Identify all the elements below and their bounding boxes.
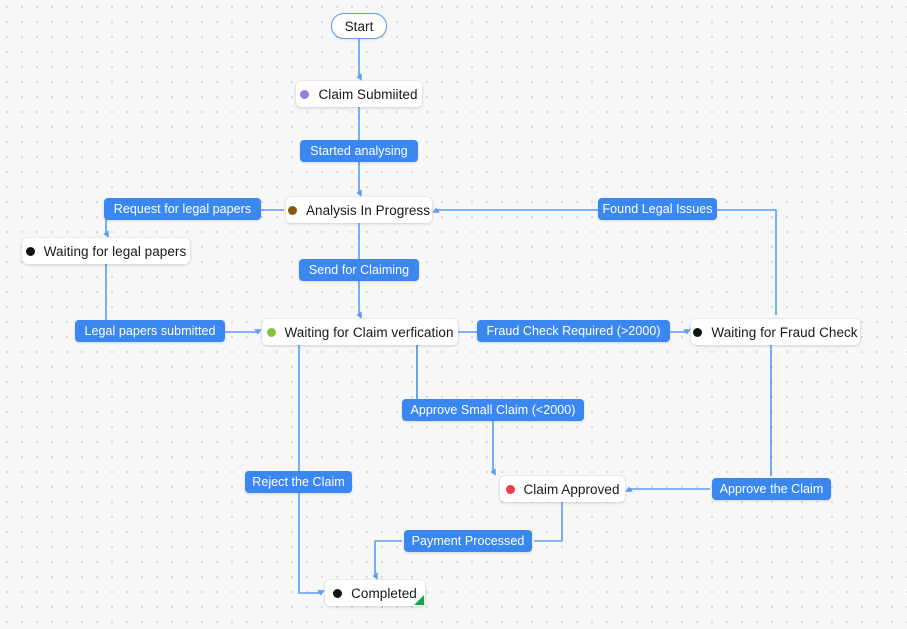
node-start-label: Start xyxy=(344,18,374,34)
node-completed-label: Completed xyxy=(351,585,417,601)
edge-label-text: Request for legal papers xyxy=(113,202,252,216)
node-waiting-legal-papers-label: Waiting for legal papers xyxy=(43,243,187,259)
edge-label-text: Approve the Claim xyxy=(719,482,824,496)
status-dot xyxy=(266,327,276,337)
edge-label-started-analysing[interactable]: Started analysing xyxy=(300,140,418,162)
edge-approved-to-completed xyxy=(534,502,563,542)
edge-label-text: Fraud Check Required (>2000) xyxy=(486,324,661,338)
node-claim-approved-label: Claim Approved xyxy=(523,481,620,497)
edge-verification-to-completed xyxy=(298,345,325,596)
node-waiting-fraud-check[interactable]: Waiting for Fraud Check xyxy=(691,319,860,345)
edge-label-text: Payment Processed xyxy=(411,534,525,548)
edge-label-request-legal-papers[interactable]: Request for legal papers xyxy=(104,198,261,220)
edge-label-text: Legal papers submitted xyxy=(84,324,216,338)
node-waiting-legal-papers[interactable]: Waiting for legal papers xyxy=(22,238,190,264)
edge-label-fraud-check-required[interactable]: Fraud Check Required (>2000) xyxy=(477,320,670,342)
edge-label-send-for-claiming[interactable]: Send for Claiming xyxy=(299,259,419,281)
status-dot xyxy=(300,89,310,99)
node-claim-submitted-label: Claim Submiited xyxy=(318,86,418,102)
node-waiting-fraud-check-label: Waiting for Fraud Check xyxy=(711,324,858,340)
edge-label-payment-processed[interactable]: Payment Processed xyxy=(404,530,532,552)
edge-label-text: Found Legal Issues xyxy=(602,202,713,216)
node-analysis-in-progress[interactable]: Analysis In Progress xyxy=(286,197,432,223)
edge-label-text: Reject the Claim xyxy=(252,475,345,489)
edge-label-text: Send for Claiming xyxy=(308,263,410,277)
edge-label-text: Approve Small Claim (<2000) xyxy=(410,403,576,417)
status-dot xyxy=(333,588,343,598)
node-analysis-in-progress-label: Analysis In Progress xyxy=(305,202,431,218)
node-waiting-claim-verification-label: Waiting for Claim verfication xyxy=(284,324,454,340)
resize-handle[interactable] xyxy=(414,595,424,605)
edge-label-approve-the-claim[interactable]: Approve the Claim xyxy=(712,478,831,500)
node-claim-approved[interactable]: Claim Approved xyxy=(500,476,625,502)
node-claim-submitted[interactable]: Claim Submiited xyxy=(296,81,422,107)
status-dot xyxy=(505,484,515,494)
node-start[interactable]: Start xyxy=(331,13,387,39)
edge-label-reject-the-claim[interactable]: Reject the Claim xyxy=(245,471,352,493)
edge-label-approve-small-claim[interactable]: Approve Small Claim (<2000) xyxy=(402,399,584,421)
edge-fraud-to-analysis xyxy=(432,207,777,315)
status-dot xyxy=(25,246,35,256)
edge-approved-to-completed-tail xyxy=(372,540,402,580)
node-waiting-claim-verification[interactable]: Waiting for Claim verfication xyxy=(262,319,458,345)
edge-label-found-legal-issues[interactable]: Found Legal Issues xyxy=(598,198,717,220)
node-completed[interactable]: Completed xyxy=(325,580,425,606)
status-dot xyxy=(693,327,703,337)
edge-label-legal-papers-submitted[interactable]: Legal papers submitted xyxy=(75,320,225,342)
edge-label-text: Started analysing xyxy=(310,144,408,158)
status-dot xyxy=(287,205,297,215)
